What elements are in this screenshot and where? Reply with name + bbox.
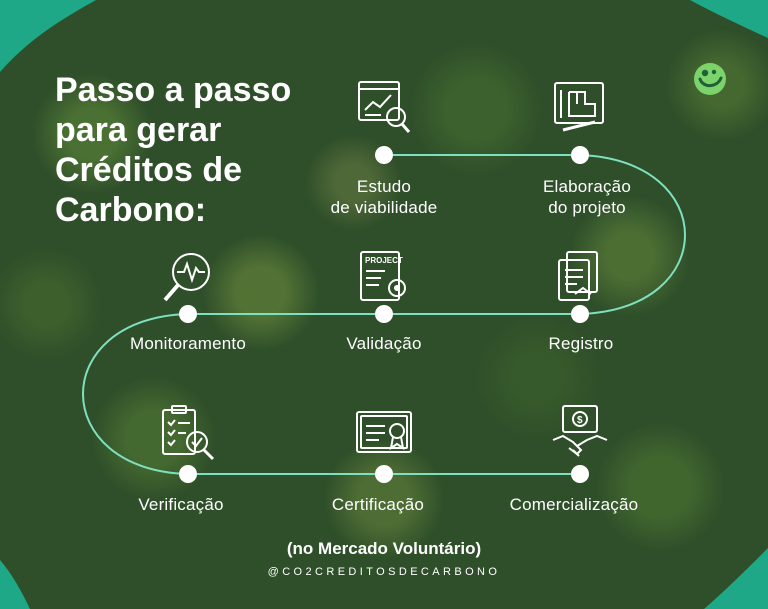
step-label-3: Registro xyxy=(548,334,614,353)
step-label-5: Monitoramento xyxy=(130,334,246,353)
step-label-8: Comercialização xyxy=(509,495,639,514)
step-label-1-line1: Estudo xyxy=(356,177,412,196)
step-node-6 xyxy=(179,465,197,483)
project-document-gear-icon: PROJECT xyxy=(360,251,406,301)
connector-2-3 xyxy=(579,154,686,315)
connector-5-6 xyxy=(82,313,189,475)
page-title: Passo a passo para gerar Créditos de Car… xyxy=(55,71,292,229)
step-node-8 xyxy=(571,465,589,483)
footer-note: (no Mercado Voluntário) xyxy=(286,539,482,558)
analytics-report-icon xyxy=(358,81,411,133)
brand-logo-icon xyxy=(694,63,726,95)
step-node-1 xyxy=(375,146,393,164)
step-label-1: Estudo de viabilidade xyxy=(299,176,469,218)
checklist-magnifier-icon xyxy=(162,405,215,461)
step-node-7 xyxy=(375,465,393,483)
step-label-2-line2: do projeto xyxy=(548,198,626,217)
step-node-3 xyxy=(571,305,589,323)
handshake-money-icon: $ xyxy=(552,405,608,457)
project-icon-text: PROJECT xyxy=(365,256,403,265)
magnifier-pulse-icon xyxy=(163,253,210,302)
social-handle: @CO2CREDITOSDECARBONO xyxy=(267,566,501,578)
step-label-4: Validação xyxy=(346,334,422,353)
registry-documents-icon xyxy=(558,251,598,301)
svg-text:$: $ xyxy=(577,415,583,426)
step-node-5 xyxy=(179,305,197,323)
blueprint-icon xyxy=(554,82,604,132)
step-label-2-line1: Elaboração xyxy=(542,177,631,196)
step-label-6: Verificação xyxy=(138,495,224,514)
step-label-7: Certificação xyxy=(331,495,425,514)
step-label-1-line2: de viabilidade xyxy=(330,198,438,217)
step-node-4 xyxy=(375,305,393,323)
certificate-icon xyxy=(356,411,412,453)
step-node-2 xyxy=(571,146,589,164)
step-label-2: Elaboração do projeto xyxy=(502,176,672,218)
